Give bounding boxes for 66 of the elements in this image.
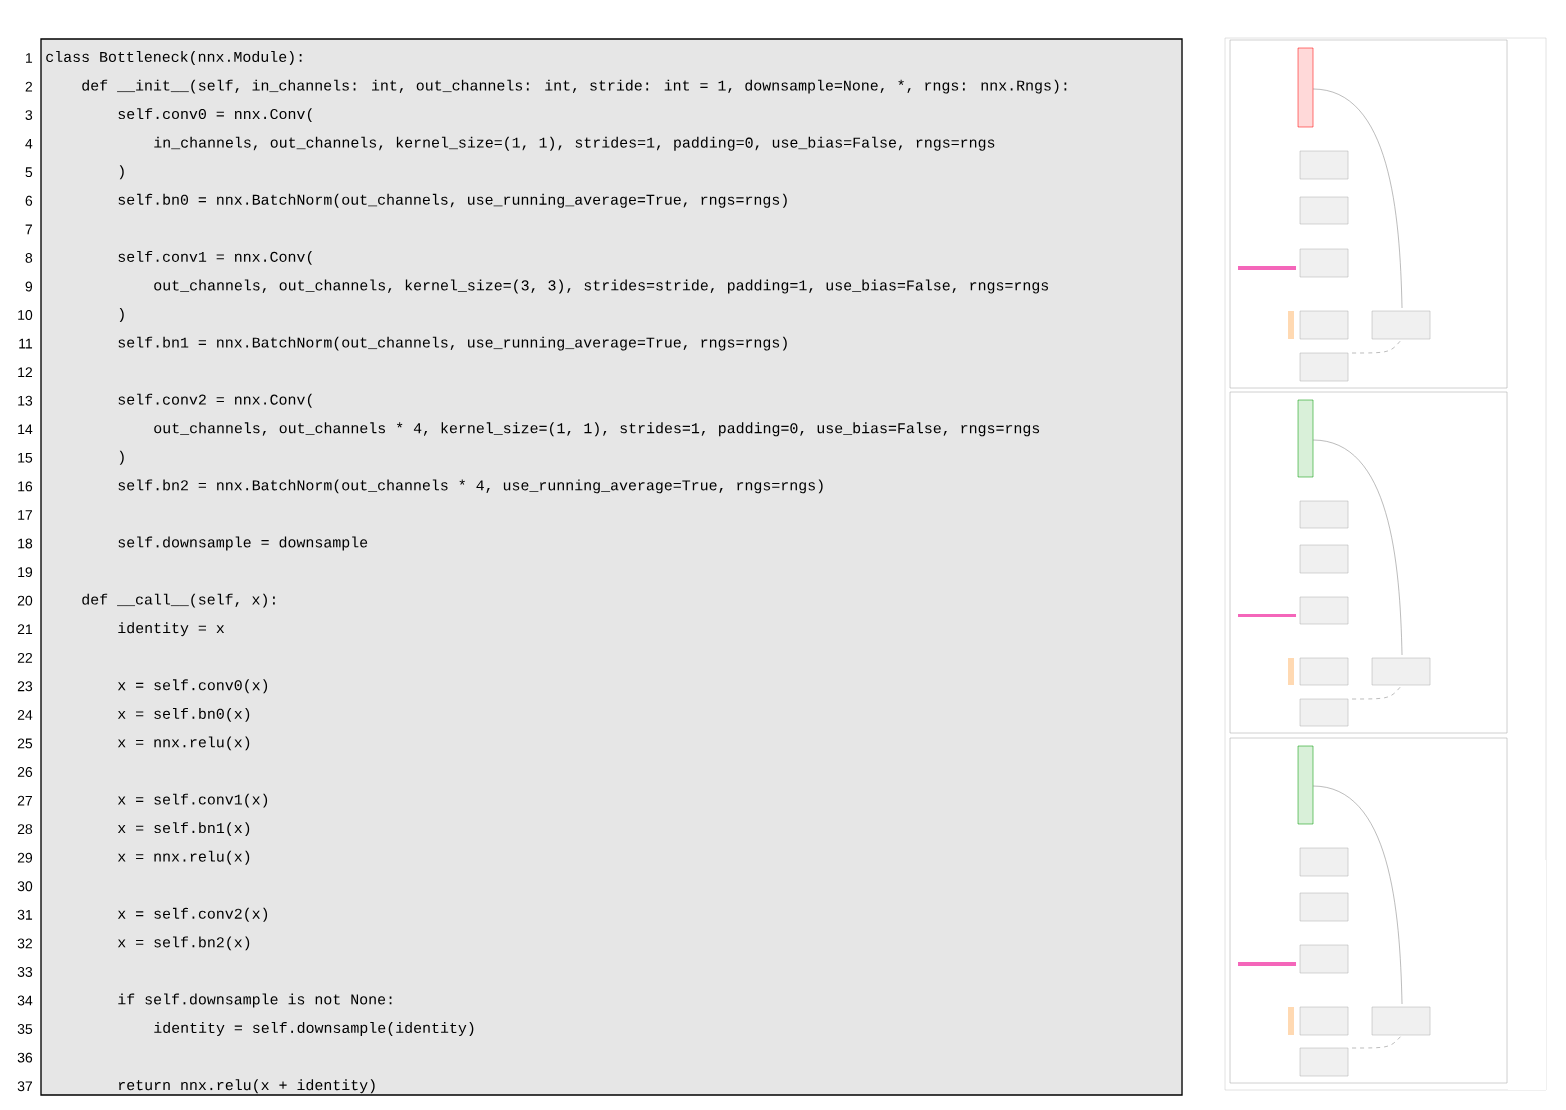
line-number: 21	[17, 624, 33, 635]
line-number: 20	[17, 595, 33, 606]
line-number: 3	[25, 110, 33, 121]
code-line: self.bn0 = nnx.BatchNorm(out_channels, use_running_average=True, rngs=rngs)	[118, 193, 787, 208]
code-line: x = self.conv2(x)	[117, 907, 268, 922]
code-line: def __init__(self, in_channels: int, out_channels: int, stride: int = 1, downsample=None, *, rngs: nnx.Rngs):	[82, 79, 1067, 94]
line-number: 4	[25, 138, 33, 149]
code-line: )	[119, 165, 124, 180]
graph-thumbnail-drawing	[1224, 37, 1547, 1091]
code-line: in_channels, out_channels, kernel_size=(1, 1), strides=1, padding=0, use_bias=False, rngs=rngs	[154, 136, 995, 151]
line-number: 7	[25, 224, 32, 235]
line-number: 6	[25, 195, 33, 206]
code-line: self.conv0 = nnx.Conv(	[118, 108, 312, 123]
line-number: 28	[17, 824, 33, 835]
code-line: if self.downsample is not None:	[118, 993, 392, 1008]
line-number: 13	[18, 395, 33, 406]
code-line: identity = self.downsample(identity)	[154, 1022, 474, 1036]
line-number: 36	[17, 1052, 33, 1063]
code-line: self.conv2 = nnx.Conv(	[118, 393, 312, 408]
line-number: 31	[17, 909, 33, 920]
line-number: 17	[18, 510, 32, 520]
line-number: 32	[17, 938, 32, 949]
code-line: return nnx.relu(x + identity)	[119, 1079, 375, 1094]
line-number: 35	[17, 1024, 33, 1034]
line-number: 25	[17, 738, 33, 749]
line-number: 27	[17, 795, 32, 806]
line-number: 9	[25, 281, 33, 292]
line-number: 2	[25, 81, 32, 92]
line-number: 12	[18, 367, 32, 378]
code-line: x = self.conv0(x)	[117, 679, 268, 694]
code-line: identity = x	[118, 622, 225, 637]
code-line: self.downsample = downsample	[118, 536, 368, 551]
line-number: 15	[18, 452, 33, 463]
line-number: 19	[18, 567, 33, 578]
code-line: def __call__(self, x):	[82, 593, 275, 608]
line-number: 34	[17, 995, 33, 1006]
code-line: class Bottleneck(nnx.Module):	[46, 51, 302, 65]
code-line: )	[119, 308, 124, 322]
line-number: 5	[25, 167, 33, 178]
line-number: 33	[17, 966, 33, 977]
line-number: 37	[17, 1081, 32, 1092]
line-number: 23	[17, 681, 33, 692]
code-line: self.bn2 = nnx.BatchNorm(out_channels * 4, use_running_average=True, rngs=rngs)	[118, 479, 823, 494]
code-line: x = self.bn2(x)	[117, 936, 250, 951]
code-line: self.conv1 = nnx.Conv(	[118, 250, 312, 265]
line-number: 30	[17, 881, 33, 892]
code-line: out_channels, out_channels, kernel_size=(3, 3), strides=stride, padding=1, use_bias=False, rngs=rngs	[154, 279, 1049, 294]
line-number: 22	[17, 652, 32, 663]
code-line: x = self.conv1(x)	[117, 793, 268, 808]
code-line: x = nnx.relu(x)	[117, 736, 250, 751]
line-number: 11	[19, 338, 33, 349]
line-number: 26	[17, 767, 33, 777]
code-line: x = self.bn0(x)	[117, 707, 250, 722]
code-line: out_channels, out_channels * 4, kernel_size=(1, 1), strides=1, padding=0, use_bias=False, rngs=rngs	[154, 422, 1040, 437]
line-number: 16	[18, 481, 33, 492]
code-line: x = nnx.relu(x)	[117, 850, 250, 865]
line-number: 14	[18, 424, 33, 435]
line-number: 8	[25, 252, 33, 263]
line-number: 1	[26, 53, 33, 63]
line-number: 24	[17, 710, 33, 720]
line-number: 29	[17, 852, 33, 863]
line-number: 18	[18, 538, 33, 549]
line-number: 10	[18, 310, 33, 320]
code-line: )	[119, 450, 124, 465]
code-line: x = self.bn1(x)	[117, 822, 250, 837]
code-line: self.bn1 = nnx.BatchNorm(out_channels, use_running_average=True, rngs=rngs)	[118, 336, 787, 351]
